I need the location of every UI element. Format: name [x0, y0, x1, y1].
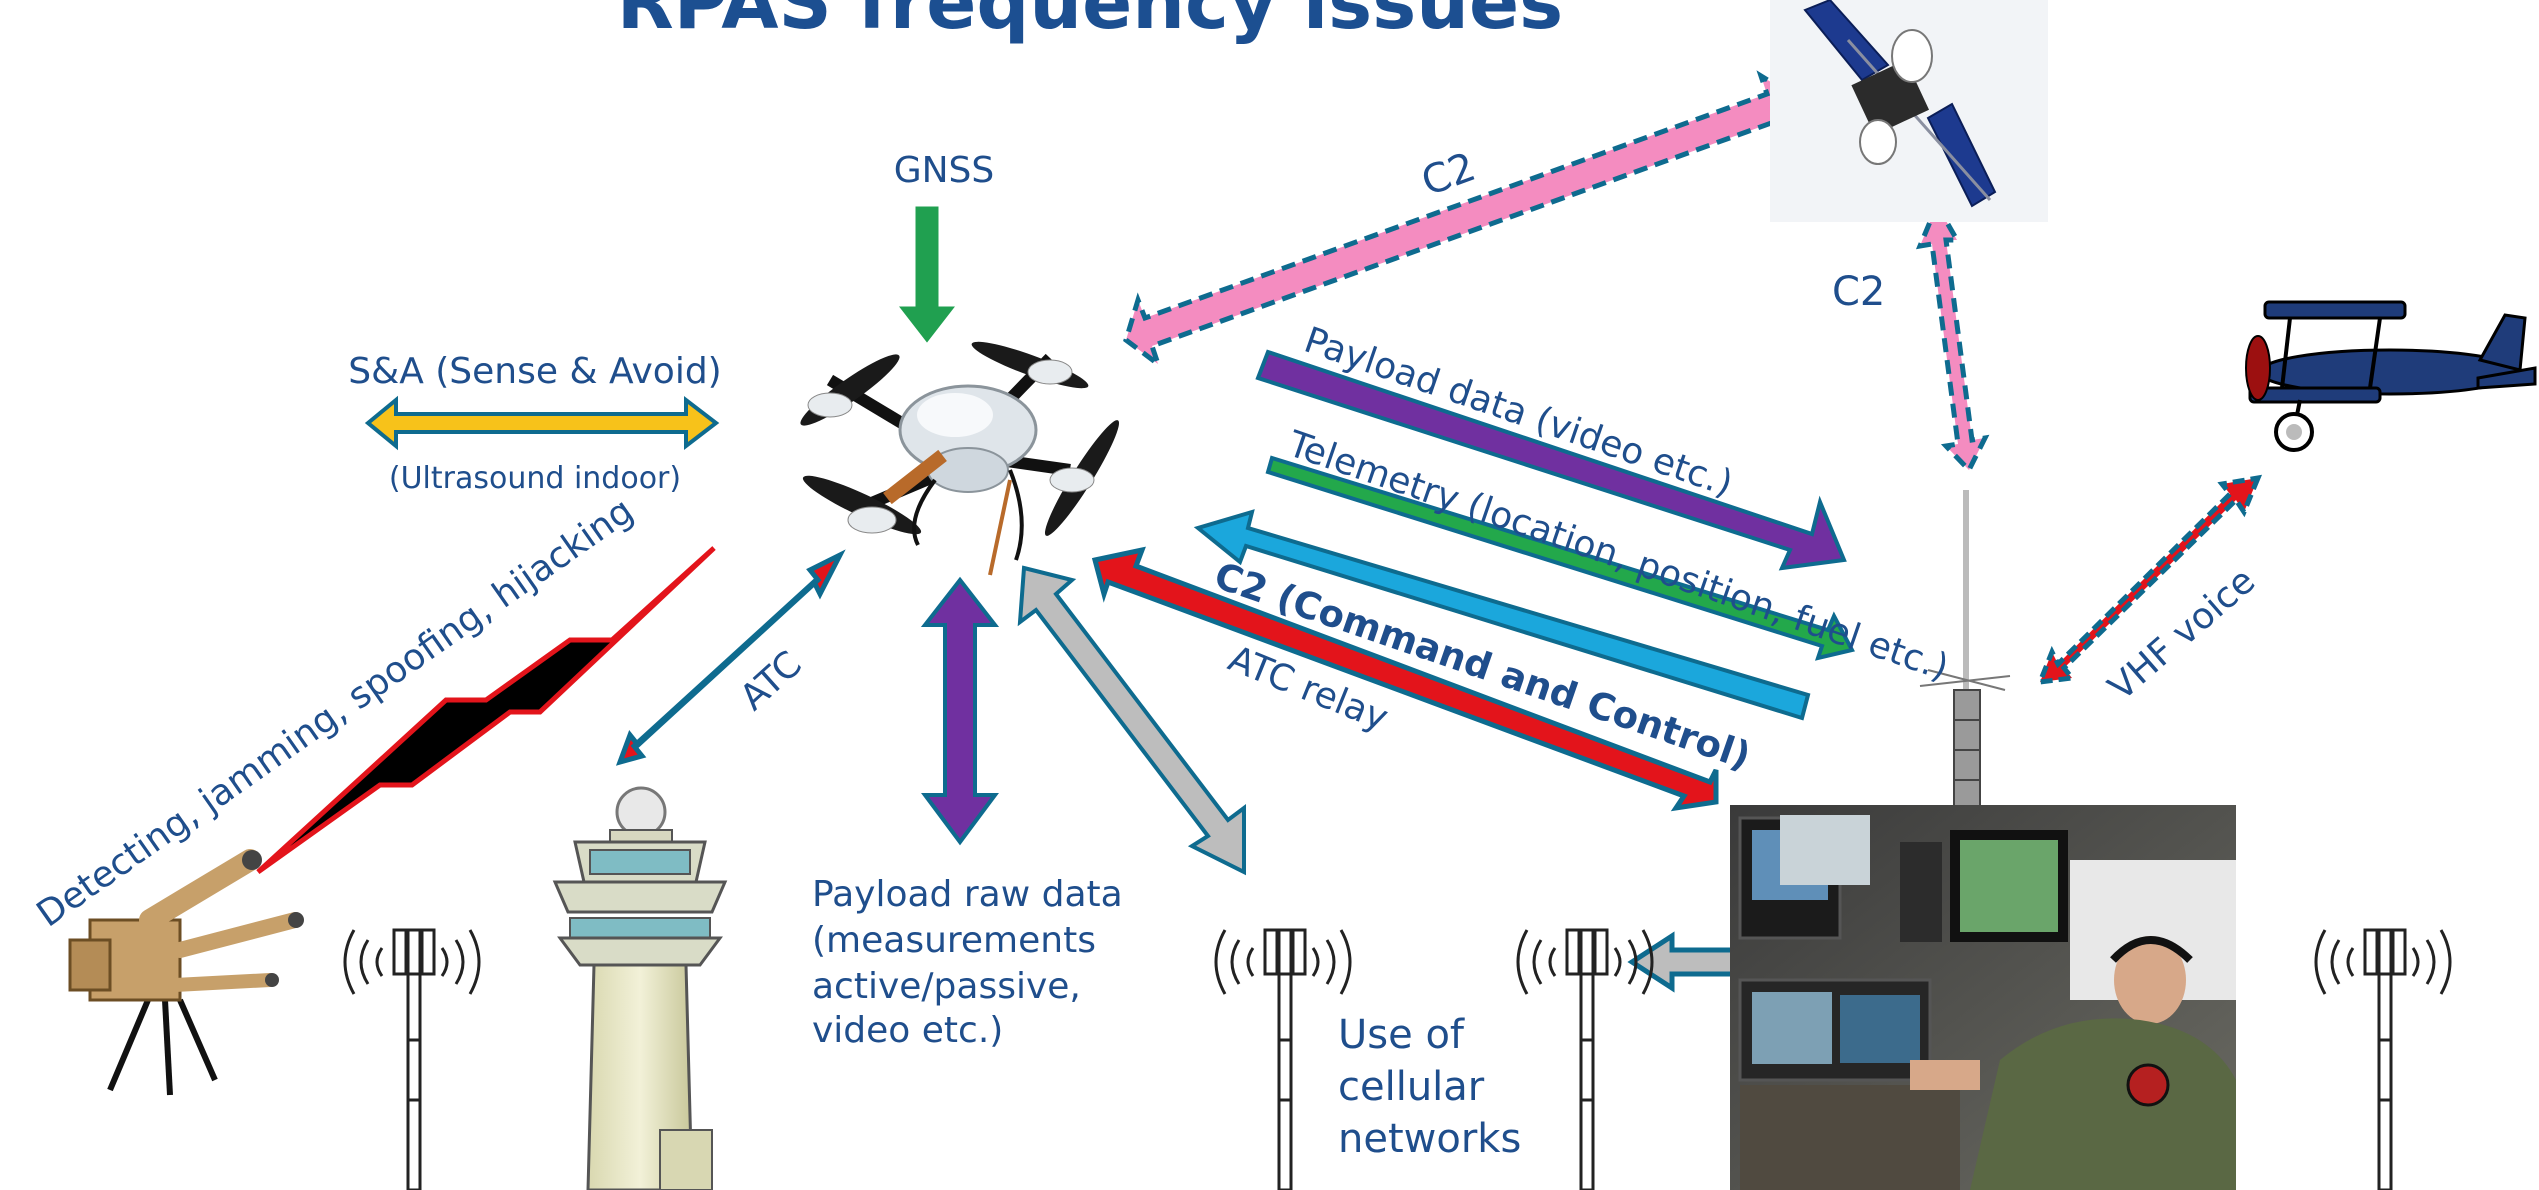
cellular-label-3: networks	[1338, 1116, 1521, 1162]
jammer-device-image	[68, 849, 304, 1096]
payload-raw-label-4: video etc.)	[812, 1010, 1003, 1051]
ground-antenna-image	[1919, 490, 2011, 811]
c2-command-arrow	[1193, 509, 1811, 721]
ground-control-station-image	[1730, 805, 2236, 1190]
payload-raw-label-2: (measurements	[812, 920, 1096, 961]
cell-tower-2	[1214, 928, 1352, 1190]
atc-arrow	[615, 549, 846, 766]
vhf-voice-label: VHF voice	[2101, 560, 2263, 708]
detecting-label: Detecting, jamming, spoofing, hijacking	[30, 490, 641, 935]
cellular-label-1: Use of	[1338, 1012, 1465, 1058]
cell-tower-3	[1516, 928, 1654, 1190]
c2-satellite-ground-label: C2	[1832, 269, 1885, 315]
control-tower-image	[552, 786, 728, 1190]
payload-data-arrow	[1255, 349, 1847, 571]
drone-image	[800, 341, 1120, 576]
cellular-label-2: cellular	[1338, 1064, 1485, 1110]
telemetry-arrow	[1265, 455, 1855, 661]
ultrasound-label: (Ultrasound indoor)	[389, 461, 681, 496]
satellite-image	[1770, 0, 2048, 222]
cell-tower-4	[2314, 928, 2452, 1190]
gnss-arrow	[892, 203, 962, 348]
cellular-drone-arrow	[1017, 565, 1246, 876]
c2-satellite-drone-label: C2	[1416, 144, 1482, 205]
gnss-label: GNSS	[894, 150, 995, 191]
page-title: RPAS frequency issues	[617, 0, 1563, 46]
atc-relay-arrow	[1091, 546, 1719, 812]
payload-raw-arrow	[920, 576, 1000, 846]
vhf-voice-arrow	[2036, 474, 2263, 686]
biplane-image	[2245, 300, 2537, 452]
c2-satellite-drone-arrow	[1123, 70, 1809, 371]
atc-label: ATC	[733, 643, 810, 718]
cell-tower-1	[343, 928, 481, 1190]
payload-raw-label-3: active/passive,	[812, 966, 1081, 1007]
jamming-lightning-bolt	[256, 546, 716, 875]
payload-raw-label-1: Payload raw data	[812, 874, 1123, 915]
c2-satellite-ground-arrow	[1915, 199, 1990, 475]
sense-avoid-label: S&A (Sense & Avoid)	[348, 351, 721, 392]
sense-avoid-arrow	[364, 395, 720, 451]
